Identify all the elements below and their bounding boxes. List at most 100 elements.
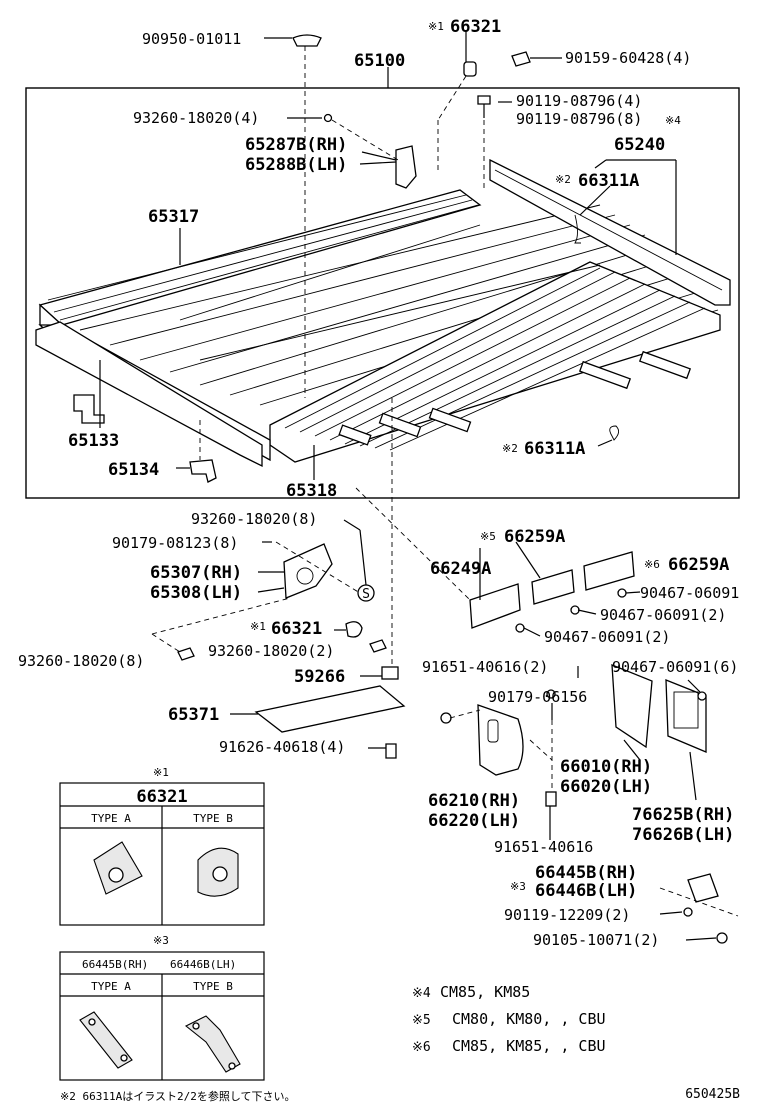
hook-66311A-mid (609, 425, 619, 441)
svg-text:76626B(LH): 76626B(LH) (632, 825, 734, 845)
svg-text:91651-40616(2): 91651-40616(2) (422, 658, 548, 676)
bracket-65307 (283, 543, 333, 599)
nut-66321-top (463, 61, 477, 77)
svg-text:66311A: 66311A (524, 439, 585, 459)
svg-text:66446B(LH): 66446B(LH) (170, 958, 236, 971)
svg-text:91626-40618(4): 91626-40618(4) (219, 738, 345, 756)
bracket-65287B (395, 145, 417, 189)
svg-text:65288B(LH): 65288B(LH) (245, 155, 347, 175)
bolt-91626 (385, 743, 397, 759)
inset-66445B: ※3 66445B(RH) 66446B(LH) TYPE A TYPE B (59, 934, 265, 1081)
svg-text:76625B(RH): 76625B(RH) (632, 805, 734, 825)
svg-text:59266: 59266 (294, 667, 345, 687)
svg-text:※2: ※2 (502, 442, 518, 455)
svg-text:90467-06091(2): 90467-06091(2) (544, 628, 670, 646)
svg-text:66445B(RH): 66445B(RH) (82, 958, 148, 971)
svg-text:66321: 66321 (450, 17, 501, 37)
svg-text:※1: ※1 (428, 20, 444, 33)
svg-text:65287B(RH): 65287B(RH) (245, 135, 347, 155)
clip-65134 (189, 459, 217, 483)
svg-text:TYPE A: TYPE A (91, 812, 131, 825)
part-labels: 90950-01011 ※1 66321 65100 90159-60428(4… (18, 17, 739, 949)
svg-text:66020(LH): 66020(LH) (560, 777, 652, 797)
svg-text:65317: 65317 (148, 207, 199, 227)
svg-text:※1: ※1 (250, 620, 266, 633)
svg-text:90105-10071(2): 90105-10071(2) (533, 931, 659, 949)
svg-text:TYPE B: TYPE B (193, 980, 233, 993)
svg-text:90159-60428(4): 90159-60428(4) (565, 49, 691, 67)
svg-text:66311A: 66311A (578, 171, 639, 191)
svg-text:※6: ※6 (412, 1040, 431, 1055)
inset-66321: ※1 66321 TYPE A TYPE B (59, 766, 265, 926)
bolt-90159 (511, 51, 531, 67)
svg-text:65134: 65134 (108, 460, 159, 480)
svg-text:65307(RH): 65307(RH) (150, 563, 242, 583)
svg-text:93260-18020(8): 93260-18020(8) (191, 510, 317, 528)
notes: ※4 CM85, KM85 ※5 CM80, KM80, , CBU ※6 CM… (60, 983, 740, 1103)
bracket-66445B (687, 873, 719, 903)
svg-text:CM80, KM80, , CBU: CM80, KM80, , CBU (452, 1010, 606, 1028)
svg-text:66445B(RH): 66445B(RH) (535, 863, 637, 883)
svg-text:66259A: 66259A (504, 527, 565, 547)
mudguard-66010 (611, 664, 653, 749)
svg-text:※3: ※3 (153, 934, 169, 947)
bracket-type-b-illustration (184, 1015, 241, 1073)
svg-text:66321: 66321 (271, 619, 322, 639)
svg-text:※2 66311Aはイラスト2/2を参照して下さい。: ※2 66311Aはイラスト2/2を参照して下さい。 (60, 1089, 296, 1103)
svg-text:CM85, KM85: CM85, KM85 (440, 983, 530, 1001)
pad-59266 (381, 666, 399, 680)
nut-66321-mid (345, 621, 363, 638)
svg-text:90467-06091(2): 90467-06091(2) (600, 606, 726, 624)
svg-text:TYPE B: TYPE B (193, 812, 233, 825)
plate-65371 (254, 685, 406, 733)
plate-66259A-a (531, 569, 575, 605)
svg-text:65371: 65371 (168, 705, 219, 725)
svg-text:65133: 65133 (68, 431, 119, 451)
svg-text:90119-08796(4): 90119-08796(4) (516, 92, 642, 110)
svg-text:93260-18020(2): 93260-18020(2) (208, 642, 334, 660)
svg-text:※4: ※4 (665, 114, 681, 127)
svg-text:93260-18020(4): 93260-18020(4) (133, 109, 259, 127)
svg-text:93260-18020(8): 93260-18020(8) (18, 652, 144, 670)
bolt-93260-d (369, 639, 387, 653)
svg-text:66220(LH): 66220(LH) (428, 811, 520, 831)
screw-93260-a (323, 113, 333, 123)
svg-text:TYPE A: TYPE A (91, 980, 131, 993)
clip-65133 (73, 394, 105, 424)
svg-text:※5: ※5 (480, 530, 496, 543)
svg-text:65240: 65240 (614, 135, 665, 155)
svg-text:※2: ※2 (555, 173, 571, 186)
svg-text:※1: ※1 (153, 766, 169, 779)
cap-90950 (292, 34, 322, 47)
mudguard-66210 (477, 704, 524, 776)
svg-text:※5: ※5 (412, 1013, 431, 1028)
svg-text:※4: ※4 (412, 986, 431, 1001)
svg-text:65318: 65318 (286, 481, 337, 501)
svg-text:90179-08123(8): 90179-08123(8) (112, 534, 238, 552)
svg-text:66446B(LH): 66446B(LH) (535, 881, 637, 901)
svg-text:※6: ※6 (644, 558, 660, 571)
svg-text:65308(LH): 65308(LH) (150, 583, 242, 603)
svg-text:S: S (362, 587, 370, 602)
svg-text:66321: 66321 (136, 787, 187, 807)
leader-lines (99, 30, 739, 941)
svg-text:66210(RH): 66210(RH) (428, 791, 520, 811)
svg-text:90467-06091(6): 90467-06091(6) (612, 658, 738, 676)
bolt-90119 (477, 95, 491, 105)
mudguard-76625B (665, 679, 707, 753)
svg-text:66249A: 66249A (430, 559, 491, 579)
svg-text:※3: ※3 (510, 880, 526, 893)
bolt-93260-c (177, 647, 195, 661)
hook-66311A-top (574, 214, 581, 244)
svg-text:90119-08796(8): 90119-08796(8) (516, 110, 642, 128)
bracket-type-a-illustration (79, 1011, 133, 1069)
svg-text:66010(RH): 66010(RH) (560, 757, 652, 777)
svg-text:650425B: 650425B (685, 1087, 740, 1102)
svg-text:90119-12209(2): 90119-12209(2) (504, 906, 630, 924)
deck-illustration (35, 158, 731, 468)
plate-66249A (469, 583, 521, 629)
label-90950: 90950-01011 (142, 30, 241, 48)
svg-text:66259A: 66259A (668, 555, 729, 575)
svg-text:65100: 65100 (354, 51, 405, 71)
